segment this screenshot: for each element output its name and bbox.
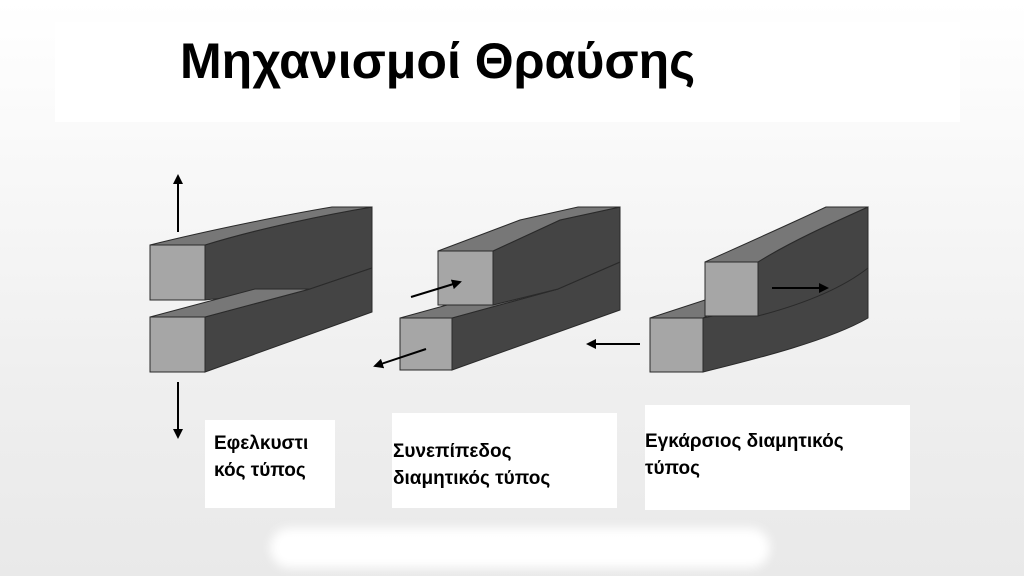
- mode-2-label-line2: διαμητικός τύπος: [393, 468, 551, 489]
- title-background: [55, 22, 960, 122]
- mode-2-label: Συνεπίπεδος διαμητικός τύπος: [393, 438, 613, 492]
- mode-1-top-block-top: [149, 206, 373, 246]
- mode-1-specimen: [149, 174, 373, 439]
- mode-2-specimen: [373, 206, 621, 371]
- page-title: Μηχανισμοί Θραύσης: [180, 33, 696, 89]
- mode-1-label: Εφελκυστι κός τύπος: [214, 430, 334, 484]
- bottom-blurred-bar: [270, 528, 770, 568]
- mode-3-label-line2: τύπος: [645, 458, 701, 479]
- mode-3-top-block-front: [704, 261, 759, 317]
- mode-2-label-line1: Συνεπίπεδος: [393, 441, 512, 462]
- mode-2-label-box: [392, 413, 617, 508]
- mode-2-bottom-block-front: [399, 317, 453, 371]
- mode-3-bottom-block-front: [649, 317, 704, 373]
- mode-1-label-line2: κός τύπος: [214, 460, 306, 481]
- mode-1-bottom-block-front: [149, 316, 206, 373]
- mode-1-label-box: [205, 420, 335, 508]
- mode-2-bottom-arrow: [373, 348, 427, 369]
- mode-3-top-block-top: [704, 206, 869, 263]
- mode-3-label: Εγκάρσιος διαμητικός τύπος: [645, 428, 907, 482]
- mode-1-label-line1: Εφελκυστι: [214, 433, 309, 454]
- mode-1-top-block-front: [149, 244, 206, 301]
- mode-2-top-block-front: [437, 250, 494, 306]
- mode-2-top-arrow: [410, 279, 462, 298]
- mode-3-label-line1: Εγκάρσιος διαμητικός: [645, 431, 844, 452]
- mode-3-specimen: [586, 206, 869, 373]
- mode-3-label-box: [645, 405, 910, 510]
